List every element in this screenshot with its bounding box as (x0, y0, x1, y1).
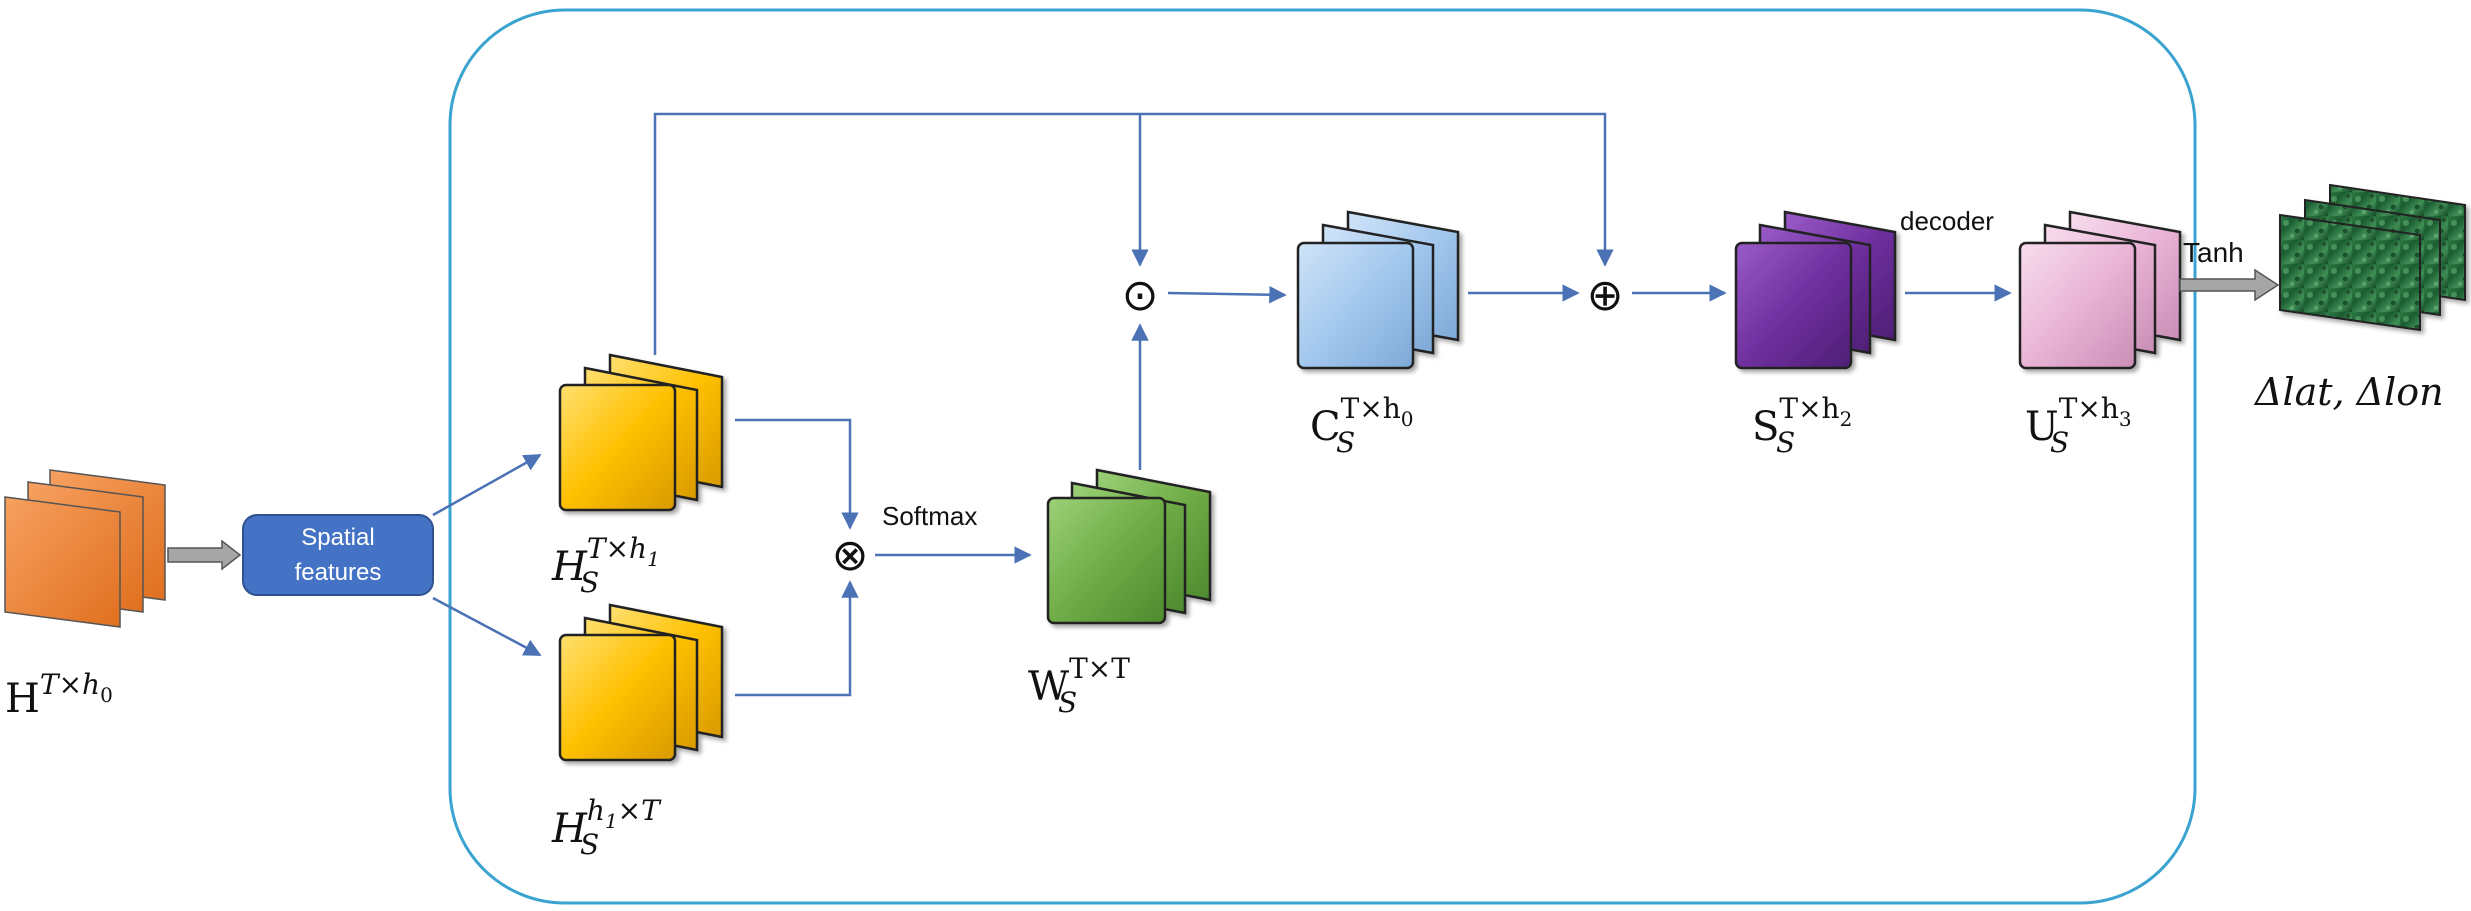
output-label: Δlat, Δlon (2253, 370, 2444, 414)
spatial-box-line2: features (295, 559, 382, 586)
spatial-box-line1: Spatial (301, 524, 374, 551)
hadamard-to-cs-arrow (1167, 285, 1287, 304)
input-feature-stack (4, 469, 166, 628)
tanh-label: Tanh (2183, 237, 2244, 268)
cs-feature-stack (1296, 210, 1460, 370)
output-block-arrow (2179, 268, 2280, 302)
hs1-top-skip-line (653, 112, 1614, 355)
us-feature-stack (2018, 210, 2182, 370)
output-feature-stack (2279, 183, 2466, 332)
hadamard-operator: ⊙ (1122, 270, 1159, 321)
input-label: HT×h0 (5, 668, 113, 722)
input-block-arrow (167, 539, 242, 571)
softmax-label: Softmax (882, 501, 977, 531)
module-frame (448, 8, 2197, 905)
otimes-operator: ⊗ (832, 530, 869, 581)
hs2-feature-stack (558, 603, 724, 762)
hs1-to-otimes-line (735, 418, 859, 530)
arrow-to-hs2 (432, 596, 542, 657)
ws-feature-stack (1046, 468, 1212, 625)
arrow-to-hs1 (432, 453, 542, 517)
oplus-operator: ⊕ (1587, 270, 1624, 321)
ss-feature-stack (1734, 210, 1897, 370)
hs2-to-otimes-line (735, 580, 859, 697)
decoder-label: decoder (1900, 206, 1994, 236)
hs1-feature-stack (558, 353, 724, 512)
spatial-features-box (242, 514, 434, 596)
